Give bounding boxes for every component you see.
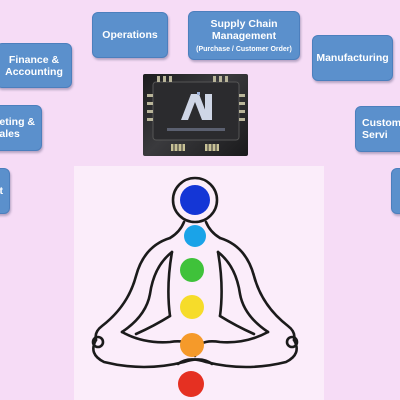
ai-chip-logo bbox=[147, 76, 245, 151]
figure-right-foot bbox=[218, 314, 256, 336]
figure-neck-left bbox=[168, 220, 186, 240]
chakra-layer bbox=[178, 185, 210, 397]
supply-chain-sublabel: (Purchase / Customer Order) bbox=[196, 45, 292, 53]
figure-right-arm-inner bbox=[216, 250, 270, 334]
customer-label-line1: Custom bbox=[362, 117, 400, 129]
marketing-sales-node[interactable]: eting & ales bbox=[0, 105, 42, 151]
operations-label: Operations bbox=[102, 29, 158, 41]
meditation-figure-panel bbox=[74, 166, 324, 400]
finance-label-line1: Finance & bbox=[8, 53, 60, 66]
chakra-heart bbox=[180, 258, 204, 282]
operations-node[interactable]: Operations bbox=[92, 12, 168, 58]
figure-right-thigh bbox=[193, 330, 270, 358]
supply-chain-label-line2: Management bbox=[211, 29, 277, 42]
manufacturing-node[interactable]: Manufacturing bbox=[312, 35, 393, 81]
supply-chain-label-line1: Supply Chain bbox=[210, 17, 278, 30]
meditating-figure bbox=[91, 176, 299, 397]
figure-right-leg bbox=[176, 338, 298, 369]
left-lower-label: t bbox=[0, 185, 3, 197]
figure-left-arm-inner bbox=[120, 250, 174, 334]
figure-neck-right bbox=[204, 220, 222, 240]
figure-torso-left bbox=[167, 250, 174, 318]
marketing-label-line2: ales bbox=[0, 128, 20, 140]
figure-left-arm-outer bbox=[94, 236, 172, 342]
chakra-third-eye bbox=[184, 225, 206, 247]
supply-chain-node[interactable]: Supply Chain Management (Purchase / Cust… bbox=[188, 11, 300, 60]
chakra-solar-plexus bbox=[180, 295, 204, 319]
marketing-label-line1: eting & bbox=[0, 116, 35, 128]
figure-left-hand bbox=[91, 335, 105, 349]
customer-label-line2: Servi bbox=[362, 129, 388, 141]
chakra-sacral bbox=[180, 333, 204, 357]
left-lower-node[interactable]: t bbox=[0, 168, 10, 214]
chakra-root bbox=[178, 371, 204, 397]
chakra-crown bbox=[180, 185, 210, 215]
figure-torso-right bbox=[216, 250, 223, 318]
right-lower-node[interactable] bbox=[391, 168, 400, 214]
figure-right-hand bbox=[285, 335, 299, 349]
figure-right-arm-outer bbox=[218, 236, 296, 342]
customer-service-node[interactable]: Custom Servi bbox=[355, 106, 400, 152]
manufacturing-label: Manufacturing bbox=[316, 52, 389, 64]
figure-left-foot bbox=[134, 314, 172, 336]
figure-head bbox=[171, 176, 219, 224]
ai-chip-logo-image bbox=[143, 74, 248, 156]
finance-accounting-node[interactable]: Finance & Accounting bbox=[0, 43, 72, 88]
finance-label-line2: Accounting bbox=[5, 65, 63, 78]
